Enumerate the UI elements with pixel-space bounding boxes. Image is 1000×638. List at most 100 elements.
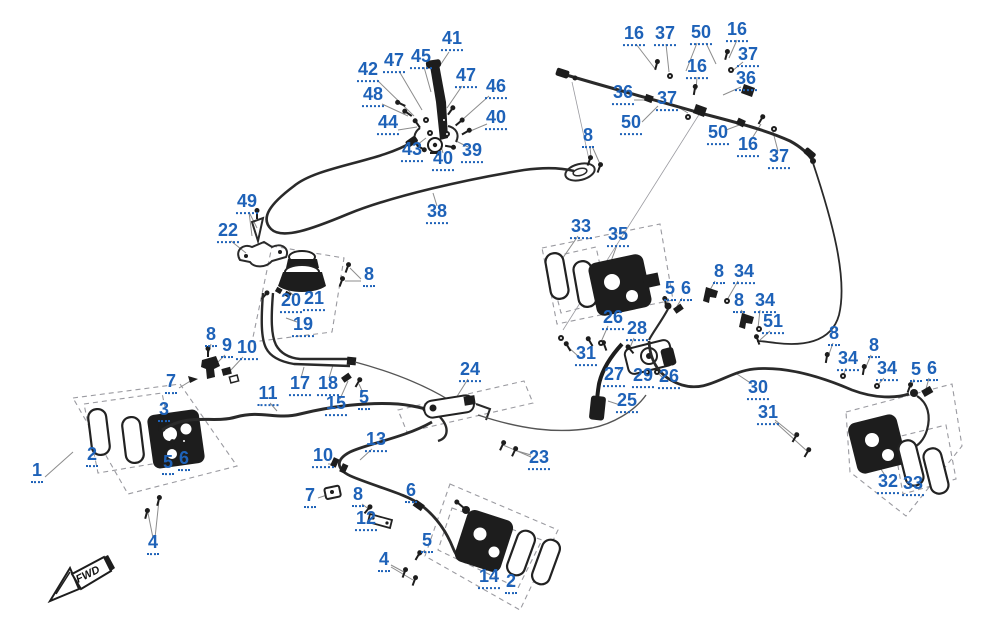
part-callout-5[interactable]: 5	[357, 388, 371, 411]
part-callout-22[interactable]: 22	[216, 221, 240, 244]
part-callout-4[interactable]: 4	[377, 550, 391, 573]
part-callout-47[interactable]: 47	[382, 51, 406, 74]
part-callout-7[interactable]: 7	[303, 486, 317, 509]
part-callout-23[interactable]: 23	[527, 448, 551, 471]
part-callout-3[interactable]: 3	[157, 400, 171, 423]
reservoir-hoses	[260, 292, 450, 401]
brake-pedal-junction	[423, 394, 647, 459]
part-callout-11[interactable]: 11	[257, 384, 279, 407]
part-callout-18[interactable]: 18	[316, 374, 340, 397]
part-callout-34[interactable]: 34	[875, 359, 899, 382]
part-callout-24[interactable]: 24	[458, 360, 482, 383]
part-callout-45[interactable]: 45	[409, 47, 433, 70]
part-callout-34[interactable]: 34	[732, 262, 756, 285]
part-callout-8[interactable]: 8	[362, 265, 376, 288]
part-callout-19[interactable]: 19	[291, 315, 315, 338]
part-callout-36[interactable]: 36	[734, 69, 758, 92]
part-callout-7[interactable]: 7	[164, 372, 178, 395]
part-callout-5[interactable]: 5	[663, 279, 677, 302]
part-callout-8[interactable]: 8	[867, 336, 881, 359]
part-callout-44[interactable]: 44	[376, 113, 400, 136]
rear-right-caliper	[848, 414, 952, 497]
part-callout-37[interactable]: 37	[653, 24, 677, 47]
front-lower-hose	[323, 420, 468, 588]
part-callout-49[interactable]: 49	[235, 192, 259, 215]
part-callout-27[interactable]: 27	[602, 365, 626, 388]
part-callout-37[interactable]: 37	[736, 45, 760, 68]
part-callout-41[interactable]: 41	[440, 29, 464, 52]
part-callout-34[interactable]: 34	[753, 291, 777, 314]
part-callout-21[interactable]: 21	[302, 289, 326, 312]
lower-caliper	[452, 497, 564, 588]
part-callout-6[interactable]: 6	[679, 279, 693, 302]
part-callout-46[interactable]: 46	[484, 77, 508, 100]
part-callout-31[interactable]: 31	[574, 344, 598, 367]
part-callout-1[interactable]: 1	[30, 461, 44, 484]
reservoir-assembly	[237, 207, 353, 302]
part-callout-10[interactable]: 10	[311, 446, 335, 469]
part-callout-39[interactable]: 39	[460, 141, 484, 164]
part-callout-2[interactable]: 2	[85, 445, 99, 468]
part-callout-42[interactable]: 42	[356, 60, 380, 83]
part-callout-40[interactable]: 40	[484, 108, 508, 131]
part-callout-16[interactable]: 16	[736, 135, 760, 158]
part-callout-9[interactable]: 9	[220, 336, 234, 359]
part-callout-8[interactable]: 8	[204, 325, 218, 348]
part-callout-37[interactable]: 37	[767, 147, 791, 170]
front-brake-hose	[161, 345, 430, 432]
rear-brake-hose	[647, 287, 934, 460]
part-callout-29[interactable]: 29	[631, 366, 655, 389]
part-callout-12[interactable]: 12	[354, 509, 378, 532]
part-callout-47[interactable]: 47	[454, 66, 478, 89]
part-callout-40[interactable]: 40	[431, 149, 455, 172]
part-callout-2[interactable]: 2	[504, 572, 518, 595]
part-callout-33[interactable]: 33	[901, 474, 925, 497]
part-callout-28[interactable]: 28	[625, 319, 649, 342]
part-callout-16[interactable]: 16	[685, 57, 709, 80]
part-callout-38[interactable]: 38	[425, 202, 449, 225]
part-callout-5[interactable]: 5	[420, 531, 434, 554]
part-callout-4[interactable]: 4	[146, 533, 160, 556]
part-callout-31[interactable]: 31	[756, 403, 780, 426]
part-callout-25[interactable]: 25	[615, 391, 639, 414]
part-callout-8[interactable]: 8	[732, 291, 746, 314]
part-callout-50[interactable]: 50	[689, 23, 713, 46]
part-callout-8[interactable]: 8	[581, 126, 595, 149]
part-callout-34[interactable]: 34	[836, 349, 860, 372]
rear-brake-pipe	[752, 162, 843, 347]
part-callout-50[interactable]: 50	[619, 113, 643, 136]
part-callout-13[interactable]: 13	[364, 430, 388, 453]
part-callout-5[interactable]: 5	[909, 360, 923, 383]
part-callout-36[interactable]: 36	[611, 83, 635, 106]
part-callout-8[interactable]: 8	[351, 485, 365, 508]
fwd-arrow: FWD	[47, 555, 115, 604]
part-callout-32[interactable]: 32	[876, 472, 900, 495]
part-callout-16[interactable]: 16	[725, 20, 749, 43]
part-callout-15[interactable]: 15	[324, 394, 348, 417]
part-callout-48[interactable]: 48	[361, 85, 385, 108]
part-callout-8[interactable]: 8	[712, 262, 726, 285]
part-callout-14[interactable]: 14	[477, 567, 501, 590]
part-callout-8[interactable]: 8	[827, 324, 841, 347]
part-callout-17[interactable]: 17	[288, 374, 312, 397]
part-callout-30[interactable]: 30	[746, 378, 770, 401]
part-callout-6[interactable]: 6	[925, 359, 939, 382]
part-callout-5[interactable]: 5	[161, 453, 175, 476]
part-callout-33[interactable]: 33	[569, 217, 593, 240]
part-callout-26[interactable]: 26	[601, 308, 625, 331]
part-callout-6[interactable]: 6	[404, 481, 418, 504]
front-left-caliper	[86, 406, 205, 521]
part-callout-16[interactable]: 16	[622, 24, 646, 47]
part-callout-51[interactable]: 51	[761, 312, 785, 335]
part-callout-50[interactable]: 50	[706, 123, 730, 146]
part-callout-20[interactable]: 20	[279, 291, 303, 314]
part-callout-43[interactable]: 43	[400, 140, 424, 163]
part-callout-26[interactable]: 26	[657, 367, 681, 390]
part-callout-37[interactable]: 37	[655, 89, 679, 112]
brake-lever-assembly	[393, 59, 474, 157]
part-callout-10[interactable]: 10	[235, 338, 259, 361]
part-callout-6[interactable]: 6	[177, 449, 191, 472]
part-callout-35[interactable]: 35	[606, 225, 630, 248]
